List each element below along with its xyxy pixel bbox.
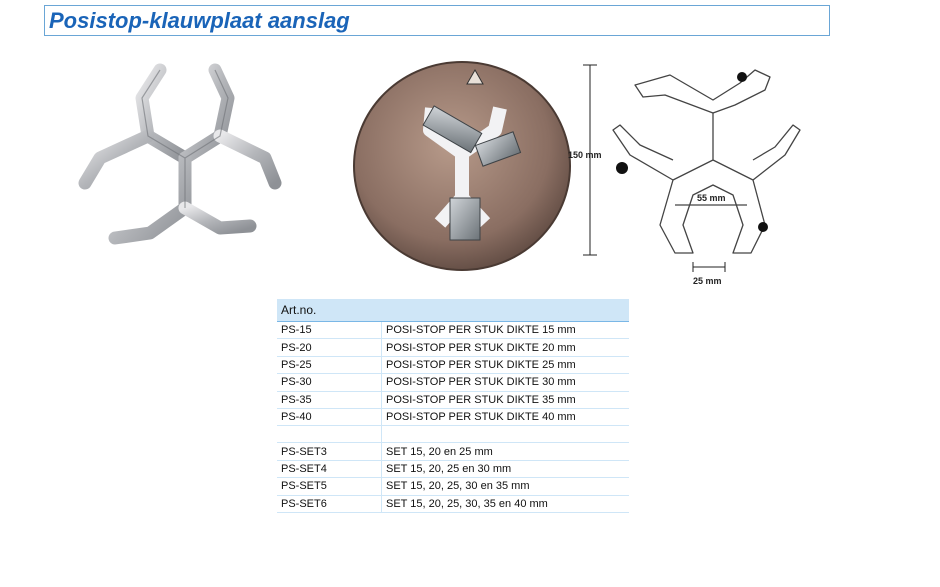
title-box: Posistop-klauwplaat aanslag xyxy=(44,5,830,36)
posistop-part-photo xyxy=(78,63,282,245)
table-row: PS-35 POSI-STOP PER STUK DIKTE 35 mm xyxy=(277,391,629,409)
hole-dot xyxy=(737,72,747,82)
table-header-row: Art.no. xyxy=(277,299,629,322)
article-code: PS-20 xyxy=(277,338,382,357)
article-desc: SET 15, 20, 25, 30 en 35 mm xyxy=(381,477,629,496)
table-row: PS-SET3 SET 15, 20 en 25 mm xyxy=(277,442,629,461)
article-desc: POSI-STOP PER STUK DIKTE 35 mm xyxy=(381,391,629,409)
table-row: PS-30 POSI-STOP PER STUK DIKTE 30 mm xyxy=(277,373,629,392)
chuck-photo xyxy=(353,61,571,271)
table-row: PS-15 POSI-STOP PER STUK DIKTE 15 mm xyxy=(277,321,629,340)
article-code: PS-40 xyxy=(277,408,382,427)
hole-dot xyxy=(616,162,628,174)
article-code: PS-SET5 xyxy=(277,477,382,496)
posistop-outline xyxy=(612,69,801,254)
article-code: PS-15 xyxy=(277,321,382,340)
article-code: PS-25 xyxy=(277,356,382,375)
dimension-drawing: 150 mm 55 mm 25 mm xyxy=(568,64,801,286)
table-row: PS-25 POSI-STOP PER STUK DIKTE 25 mm xyxy=(277,356,629,375)
hole-dot xyxy=(758,222,768,232)
article-code: PS-30 xyxy=(277,373,382,392)
article-code: PS-SET3 xyxy=(277,442,382,461)
article-desc: POSI-STOP PER STUK DIKTE 15 mm xyxy=(381,321,629,340)
article-desc: POSI-STOP PER STUK DIKTE 20 mm xyxy=(381,338,629,357)
inner-width-label: 55 mm xyxy=(697,193,726,203)
table-spacer-row xyxy=(277,425,629,444)
article-desc: SET 15, 20 en 25 mm xyxy=(381,442,629,461)
article-code: PS-35 xyxy=(277,391,382,409)
table-row: PS-SET6 SET 15, 20, 25, 30, 35 en 40 mm xyxy=(277,495,629,513)
table-row: PS-40 POSI-STOP PER STUK DIKTE 40 mm xyxy=(277,408,629,427)
page-title: Posistop-klauwplaat aanslag xyxy=(49,8,350,33)
article-desc: POSI-STOP PER STUK DIKTE 30 mm xyxy=(381,373,629,392)
article-table: Art.no. PS-15 POSI-STOP PER STUK DIKTE 1… xyxy=(277,299,629,513)
article-desc: POSI-STOP PER STUK DIKTE 40 mm xyxy=(381,408,629,427)
article-code: PS-SET6 xyxy=(277,495,382,513)
article-desc: POSI-STOP PER STUK DIKTE 25 mm xyxy=(381,356,629,375)
article-desc: SET 15, 20, 25 en 30 mm xyxy=(381,460,629,479)
table-row: PS-SET5 SET 15, 20, 25, 30 en 35 mm xyxy=(277,477,629,496)
slot-width-label: 25 mm xyxy=(693,276,722,286)
article-desc: SET 15, 20, 25, 30, 35 en 40 mm xyxy=(381,495,629,513)
table-row: PS-SET4 SET 15, 20, 25 en 30 mm xyxy=(277,460,629,479)
table-row: PS-20 POSI-STOP PER STUK DIKTE 20 mm xyxy=(277,338,629,357)
article-code: PS-SET4 xyxy=(277,460,382,479)
height-label: 150 mm xyxy=(568,150,602,160)
table-header: Art.no. xyxy=(277,299,629,322)
